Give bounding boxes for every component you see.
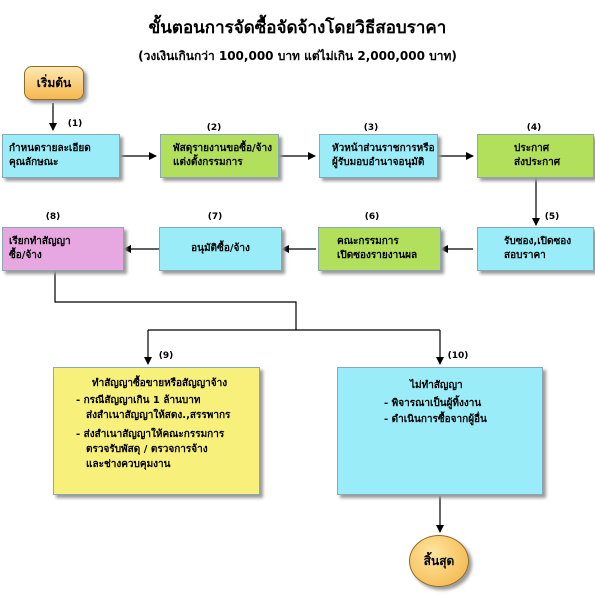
step-9-heading: ทำสัญญาซื้อขายหรือสัญญาจ้าง bbox=[92, 378, 228, 389]
step-2-line-2: แต่งตั้งกรรมการ bbox=[173, 157, 243, 168]
step-5-number: (5) bbox=[544, 212, 560, 222]
step-6-number: (6) bbox=[364, 212, 380, 222]
step-2-number: (2) bbox=[206, 123, 222, 133]
step-5-box: รับซอง,เปิดซอง สอบราคา bbox=[477, 227, 594, 271]
step-1-line-1: กำหนดรายละเอียด bbox=[9, 143, 91, 154]
step-4-number: (4) bbox=[526, 123, 542, 133]
step-7-line-1: อนุมัติซื้อ/จ้าง bbox=[191, 243, 250, 254]
line-8-branch bbox=[54, 270, 297, 330]
step-9-bullet-1-line-1: - กรณีสัญญาเกิน 1 ล้านบาท bbox=[76, 395, 201, 406]
step-2-box: พัสดุรายงานขอซื้อ/จ้าง แต่งตั้งกรรมการ bbox=[160, 134, 279, 178]
step-5-line-2: สอบราคา bbox=[504, 250, 546, 261]
step-6-line-2: เปิดซองรายงานผล bbox=[337, 250, 418, 261]
start-node: เริ่มต้น bbox=[24, 66, 84, 100]
step-9-bullet-1: - กรณีสัญญาเกิน 1 ล้านบาท ส่งสำเนาสัญญาใ… bbox=[54, 391, 259, 423]
step-8-line-1: เรียกทำสัญญา bbox=[9, 236, 71, 247]
step-9-bullet-2-line-2: ตรวจรับพัสดุ / ตรวจการจ้าง bbox=[86, 444, 208, 455]
step-10-number: (10) bbox=[447, 351, 469, 361]
step-5-line-1: รับซอง,เปิดซอง bbox=[504, 236, 572, 247]
step-1-box: กำหนดรายละเอียด คุณลักษณะ bbox=[2, 134, 120, 178]
step-8-box: เรียกทำสัญญา ซื้อ/จ้าง bbox=[2, 227, 124, 271]
step-3-line-2: ผู้รับมอบอำนาจอนุมัติ bbox=[332, 157, 425, 168]
step-9-box: ทำสัญญาซื้อขายหรือสัญญาจ้าง - กรณีสัญญาเ… bbox=[53, 367, 260, 495]
step-9-bullet-2: - ส่งสำเนาสัญญาให้คณะกรรมการ ตรวจรับพัสด… bbox=[54, 423, 259, 472]
step-1-number: (1) bbox=[67, 119, 83, 129]
start-label: เริ่มต้น bbox=[36, 75, 72, 90]
step-4-line-1: ประกาศ bbox=[514, 143, 550, 154]
step-4-box: ประกาศ ส่งประกาศ bbox=[477, 134, 594, 178]
step-3-number: (3) bbox=[363, 123, 379, 133]
step-10-bullet-2: - ดำเนินการซื้อจากผู้อื่น bbox=[384, 414, 487, 425]
step-6-box: คณะกรรมการ เปิดซองรายงานผล bbox=[318, 227, 441, 271]
step-9-bullet-1-line-2: ส่งสำเนาสัญญาให้สตง.,สรรพากร bbox=[86, 410, 231, 421]
step-4-line-2: ส่งประกาศ bbox=[514, 157, 561, 168]
end-label: สิ้นสุด bbox=[423, 553, 455, 568]
step-6-line-1: คณะกรรมการ bbox=[337, 236, 399, 247]
step-9-bullet-2-line-3: และช่างควบคุมงาน bbox=[86, 459, 171, 470]
step-1-line-2: คุณลักษณะ bbox=[9, 157, 59, 168]
page-subtitle: (วงเงินเกินกว่า 100,000 บาท แต่ไม่เกิน 2… bbox=[138, 49, 457, 63]
step-8-line-2: ซื้อ/จ้าง bbox=[9, 250, 42, 261]
page-title: ขั้นตอนการจัดซื้อจัดจ้างโดยวิธีสอบราคา bbox=[148, 18, 447, 38]
step-3-box: หัวหน้าส่วนราชการหรือ ผู้รับมอบอำนาจอนุม… bbox=[319, 134, 438, 178]
step-7-box: อนุมัติซื้อ/จ้าง bbox=[159, 227, 282, 271]
step-9-number: (9) bbox=[158, 351, 174, 361]
end-node: สิ้นสุด bbox=[409, 535, 469, 587]
step-10-box: ไม่ทำสัญญา - พิจารณาเป็นผู้ทิ้งงาน - ดำเ… bbox=[337, 367, 543, 495]
step-9-bullet-2-line-1: - ส่งสำเนาสัญญาให้คณะกรรมการ bbox=[76, 429, 225, 440]
step-3-line-1: หัวหน้าส่วนราชการหรือ bbox=[332, 143, 435, 154]
step-10-heading: ไม่ทำสัญญา bbox=[410, 380, 463, 391]
step-7-number: (7) bbox=[207, 212, 223, 222]
step-10-bullet-1: - พิจารณาเป็นผู้ทิ้งงาน bbox=[384, 398, 482, 409]
step-2-line-1: พัสดุรายงานขอซื้อ/จ้าง bbox=[173, 143, 273, 154]
step-8-number: (8) bbox=[45, 212, 61, 222]
